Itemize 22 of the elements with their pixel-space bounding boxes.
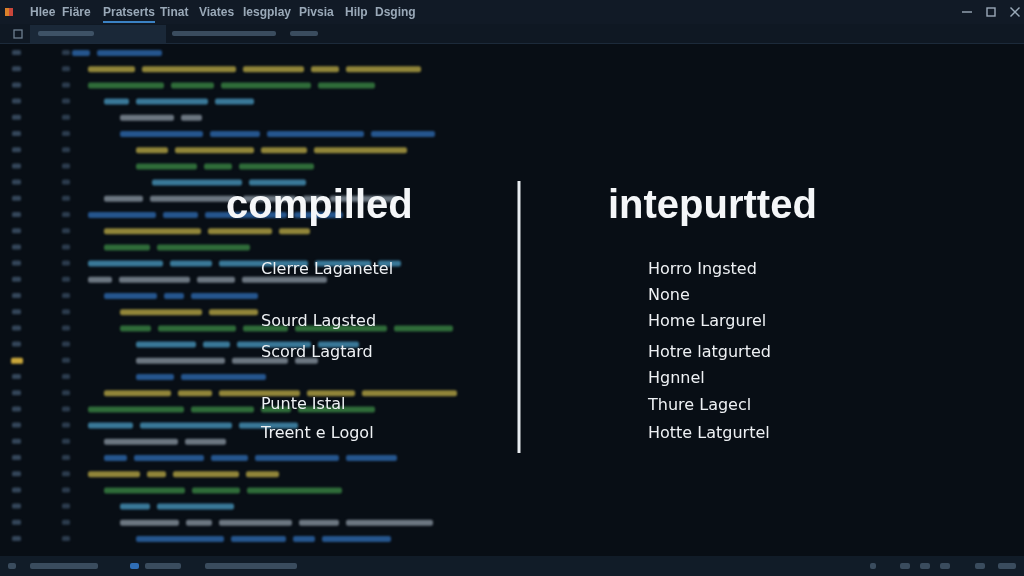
- comparison-item: Sourd Lagsted: [261, 311, 377, 331]
- column-heading: compilled: [226, 182, 413, 226]
- column-heading: intepurtted: [608, 182, 817, 226]
- comparison-item: Thure Lagecl: [648, 395, 752, 415]
- menu-item: Pivsia: [299, 5, 334, 21]
- comparison-item: None: [648, 285, 690, 305]
- menu-item: Viates: [199, 5, 235, 21]
- menu-item: Tinat: [160, 5, 189, 21]
- menu-item: Hlee: [30, 5, 56, 21]
- comparison-item: Clerre Laganetel: [261, 259, 394, 279]
- comparison-item: Hotre latgurted: [648, 342, 771, 362]
- menu-item: Dsging: [375, 5, 416, 21]
- comparison-item: Hotte Latgurtel: [648, 423, 770, 443]
- comparison-item: Scord Lagtard: [261, 342, 373, 362]
- menu-item: Iesgplay: [243, 5, 292, 21]
- menu-item: Hilp: [345, 5, 368, 21]
- comparison-item: Horro Ingsted: [648, 259, 757, 279]
- menu-item: Fiäre: [62, 5, 91, 21]
- comparison-item: Hgnnel: [648, 368, 705, 388]
- comparison-item: Punte Istal: [261, 394, 346, 414]
- comparison-item: Treent e Logol: [261, 423, 374, 443]
- comparison-item: Home Largurel: [648, 311, 767, 331]
